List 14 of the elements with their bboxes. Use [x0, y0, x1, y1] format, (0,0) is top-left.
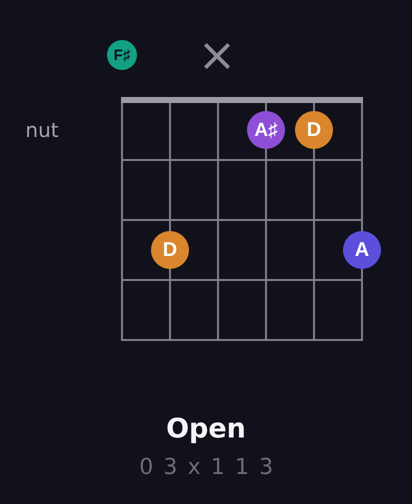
chord-name: Open — [166, 416, 246, 442]
note-name: A — [354, 240, 370, 260]
note-name: D — [306, 120, 322, 140]
note-dot — [343, 231, 381, 269]
mute-mark: × — [198, 40, 236, 70]
open-string-marker — [107, 40, 137, 70]
note-dot — [295, 111, 333, 149]
nut-label: nut — [25, 120, 59, 140]
note-dot — [247, 111, 285, 149]
note-name: D — [162, 240, 178, 260]
note-name: F♯ — [114, 48, 130, 62]
note-name: A♯ — [254, 120, 278, 140]
note-dot — [151, 231, 189, 269]
fingering: 0 3 x 1 1 3 — [139, 457, 275, 479]
